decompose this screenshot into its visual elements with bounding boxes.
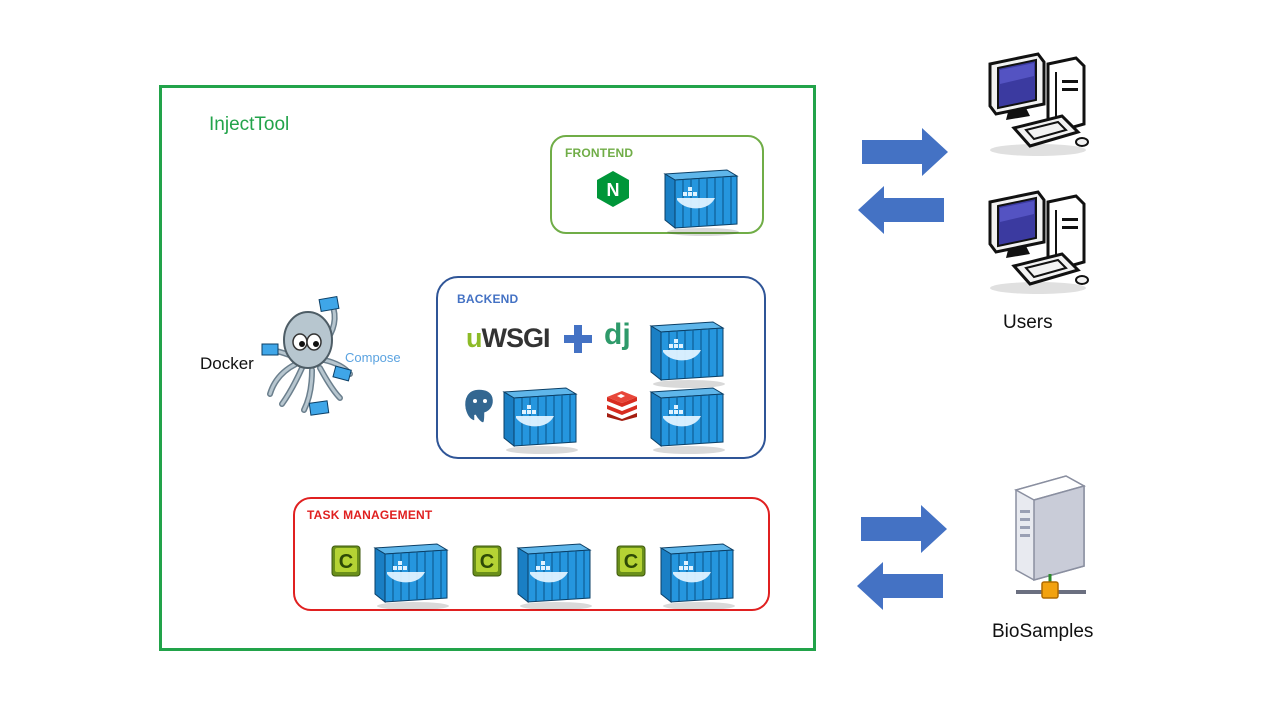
docker-compose-octopus-icon: [261, 295, 353, 416]
celery-icon: [472, 545, 502, 577]
django-logo: dj: [604, 318, 631, 351]
backend-label: BACKEND: [457, 292, 519, 306]
arrow-right-icon: [862, 128, 948, 176]
celery-icon: [616, 545, 646, 577]
server-icon: [1014, 475, 1086, 599]
celery-docker-container-icon: [660, 543, 736, 611]
postgresql-icon: [463, 388, 495, 424]
plus-icon: [564, 325, 592, 353]
celery-docker-container-icon: [374, 543, 450, 611]
user-computer-icon: [988, 190, 1090, 296]
nginx-icon: N: [597, 171, 629, 207]
frontend-docker-container-icon: [664, 169, 740, 237]
nginx-letter: N: [607, 180, 620, 200]
users-label: Users: [1003, 312, 1053, 333]
compose-label: Compose: [345, 350, 401, 365]
app-title: InjectTool: [209, 114, 290, 135]
arrow-right-icon: [861, 505, 947, 553]
docker-label: Docker: [200, 354, 254, 373]
uwsgi-logo: uWSGI: [466, 323, 551, 353]
redis-docker-container-icon: [650, 387, 726, 455]
redis-icon: [607, 391, 637, 421]
celery-icon: [331, 545, 361, 577]
arrow-left-icon: [858, 186, 944, 234]
biosamples-label: BioSamples: [992, 621, 1094, 642]
frontend-label: FRONTEND: [565, 146, 634, 160]
celery-docker-container-icon: [517, 543, 593, 611]
django-docker-container-icon: [650, 321, 726, 389]
arrow-left-icon: [857, 562, 943, 610]
task-management-label: TASK MANAGEMENT: [307, 508, 433, 522]
postgres-docker-container-icon: [503, 387, 579, 455]
user-computer-icon: [988, 52, 1090, 158]
injecttool-boundary: [159, 85, 816, 651]
